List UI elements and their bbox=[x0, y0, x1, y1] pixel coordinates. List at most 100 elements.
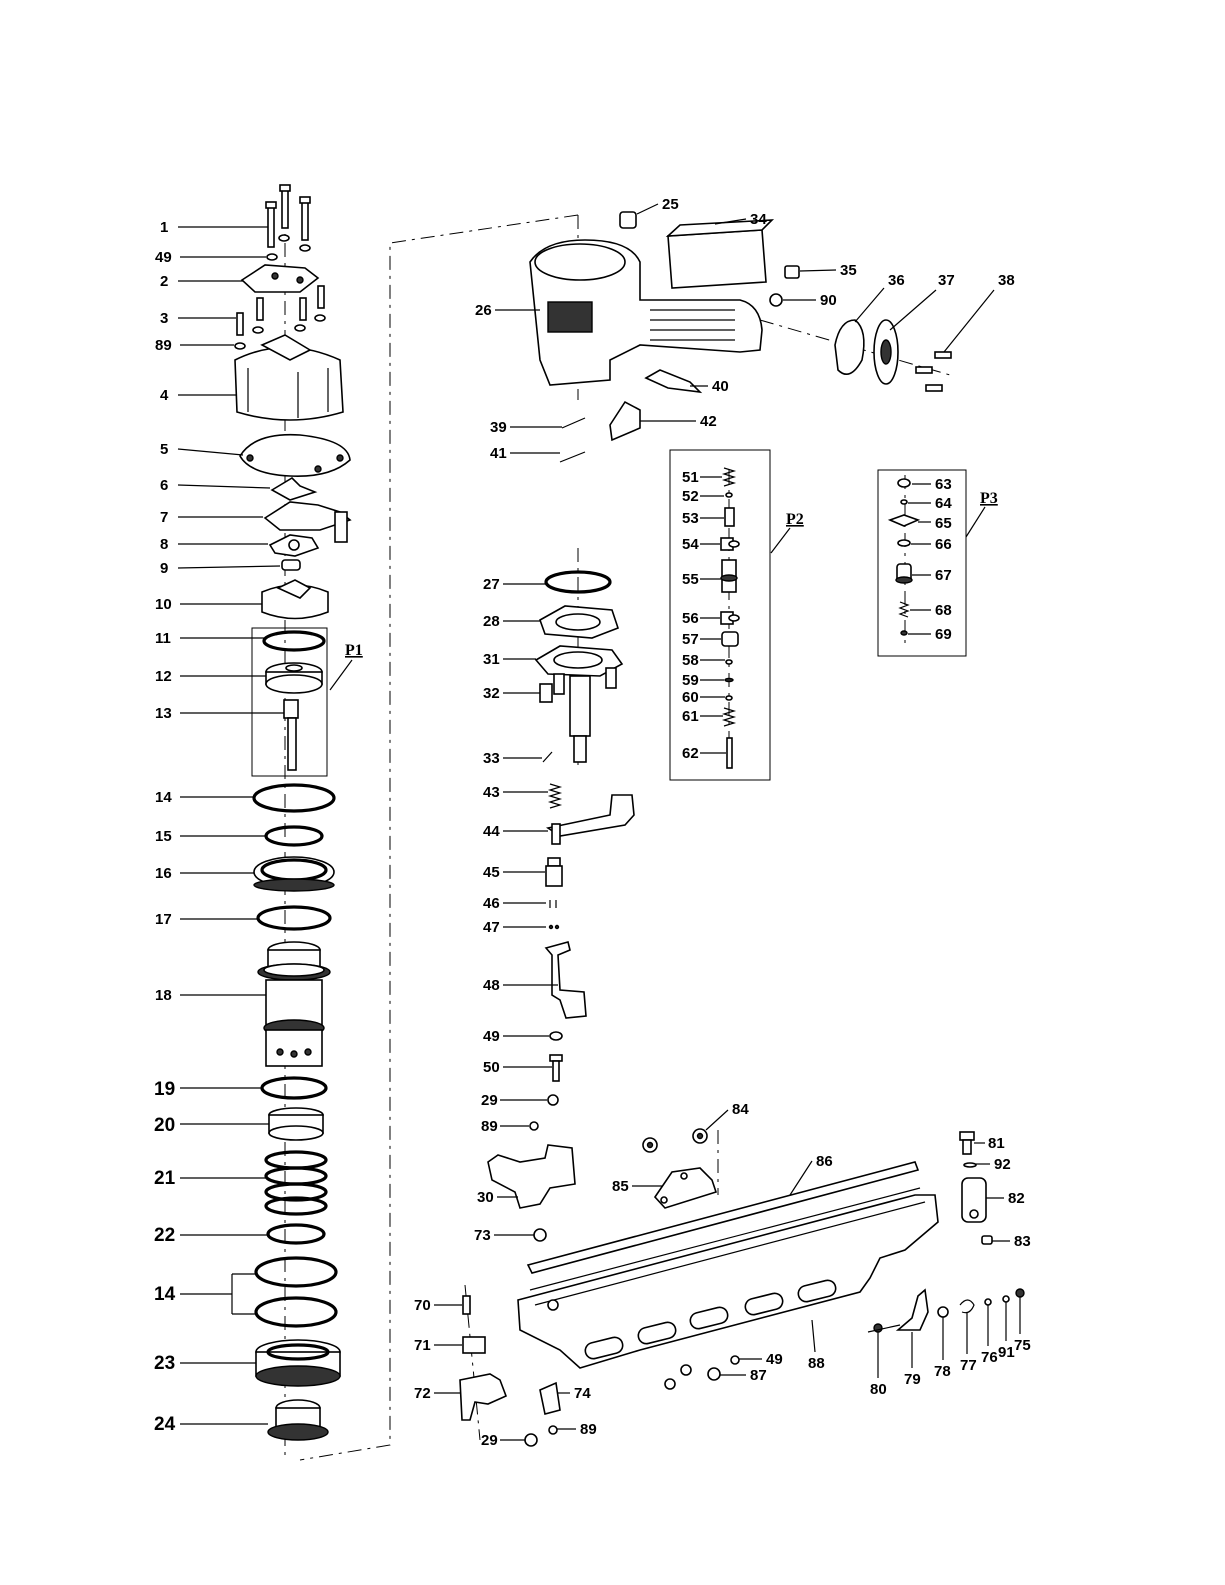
part-label: 90 bbox=[820, 292, 837, 309]
part-label: 63 bbox=[935, 476, 952, 493]
part-label: 17 bbox=[155, 911, 172, 928]
part-label: 91 bbox=[998, 1344, 1015, 1361]
part-label: 14 bbox=[154, 1284, 176, 1305]
part-label: 89 bbox=[481, 1118, 498, 1135]
part-label: 83 bbox=[1014, 1233, 1031, 1250]
group-label-p3: P3 bbox=[980, 490, 998, 507]
part-label: 37 bbox=[938, 272, 955, 289]
part-label: 66 bbox=[935, 536, 952, 553]
part-label: 16 bbox=[155, 865, 172, 882]
housing-parts bbox=[530, 212, 951, 462]
part-label: 2 bbox=[160, 273, 168, 290]
part-label: 56 bbox=[682, 610, 699, 627]
part-label: 6 bbox=[160, 477, 168, 494]
part-label: 92 bbox=[994, 1156, 1011, 1173]
part-label: 29 bbox=[481, 1092, 498, 1109]
part-label: 20 bbox=[154, 1115, 175, 1136]
part-label: 68 bbox=[935, 602, 952, 619]
part-label: 73 bbox=[474, 1227, 491, 1244]
part-label: 89 bbox=[155, 337, 172, 354]
part-label: 75 bbox=[1014, 1337, 1031, 1354]
part-label: 35 bbox=[840, 262, 857, 279]
part-label: 29 bbox=[481, 1432, 498, 1449]
part-label: 13 bbox=[155, 705, 172, 722]
part-label: 11 bbox=[155, 630, 171, 647]
part-label: 25 bbox=[662, 196, 679, 213]
p3-group-frame bbox=[878, 470, 966, 656]
part-label: 8 bbox=[160, 536, 168, 553]
part-label: 54 bbox=[682, 536, 699, 553]
part-label: 78 bbox=[934, 1363, 951, 1380]
part-label: 76 bbox=[981, 1349, 998, 1366]
part-label: 81 bbox=[988, 1135, 1005, 1152]
part-label: 5 bbox=[160, 441, 168, 458]
nose-parts bbox=[488, 572, 634, 1241]
part-label: 41 bbox=[490, 445, 507, 462]
part-label: 4 bbox=[160, 387, 169, 404]
part-label: 32 bbox=[483, 685, 500, 702]
part-label: 30 bbox=[477, 1189, 494, 1206]
part-label: 86 bbox=[816, 1153, 833, 1170]
p2-labels: 51 52 53 54 55 56 57 58 59 60 61 62 bbox=[682, 469, 726, 762]
part-label: 26 bbox=[475, 302, 492, 319]
part-label: 80 bbox=[870, 1381, 887, 1398]
part-label: 24 bbox=[154, 1414, 176, 1435]
part-label: 34 bbox=[750, 211, 767, 228]
part-label: 64 bbox=[935, 495, 952, 512]
part-label: 47 bbox=[483, 919, 500, 936]
part-label: 42 bbox=[700, 413, 717, 430]
part-label: 43 bbox=[483, 784, 500, 801]
part-label: 67 bbox=[935, 567, 952, 584]
part-label: 21 bbox=[154, 1168, 176, 1189]
part-label: 19 bbox=[154, 1079, 175, 1100]
part-label: 84 bbox=[732, 1101, 749, 1118]
part-label: 82 bbox=[1008, 1190, 1025, 1207]
part-label: 12 bbox=[155, 668, 172, 685]
part-label: 87 bbox=[750, 1367, 767, 1384]
part-label: 1 bbox=[160, 219, 168, 236]
part-label: 22 bbox=[154, 1225, 175, 1246]
part-label: 60 bbox=[682, 689, 699, 706]
p2-parts bbox=[721, 468, 739, 768]
part-label: 71 bbox=[414, 1337, 431, 1354]
part-label: 50 bbox=[483, 1059, 500, 1076]
part-label: 7 bbox=[160, 509, 168, 526]
part-label: 89 bbox=[580, 1421, 597, 1438]
part-label: 14 bbox=[155, 789, 172, 806]
part-label: 74 bbox=[574, 1385, 591, 1402]
part-label: 53 bbox=[682, 510, 699, 527]
part-label: 3 bbox=[160, 310, 168, 327]
part-label: 85 bbox=[612, 1178, 629, 1195]
part-label: 36 bbox=[888, 272, 905, 289]
part-label: 77 bbox=[960, 1357, 977, 1374]
nose-labels: 27 28 31 32 33 43 44 45 46 47 48 49 50 2… bbox=[474, 576, 558, 1244]
part-label: 38 bbox=[998, 272, 1015, 289]
part-label: 88 bbox=[808, 1355, 825, 1372]
part-label: 18 bbox=[155, 987, 172, 1004]
p3-labels: 63 64 65 66 67 68 69 bbox=[908, 476, 952, 643]
part-label: 58 bbox=[682, 652, 699, 669]
group-label-p1: P1 bbox=[345, 642, 363, 659]
part-label: 27 bbox=[483, 576, 500, 593]
part-label: 39 bbox=[490, 419, 507, 436]
part-label: 79 bbox=[904, 1371, 921, 1388]
part-label: 9 bbox=[160, 560, 168, 577]
part-label: 69 bbox=[935, 626, 952, 643]
part-label: 46 bbox=[483, 895, 500, 912]
part-label: 49 bbox=[483, 1028, 500, 1045]
part-label: 55 bbox=[682, 571, 699, 588]
part-label: 45 bbox=[483, 864, 500, 881]
part-label: 48 bbox=[483, 977, 500, 994]
part-label: 51 bbox=[682, 469, 699, 486]
part-label: 65 bbox=[935, 515, 952, 532]
part-label: 15 bbox=[155, 828, 172, 845]
part-label: 28 bbox=[483, 613, 500, 630]
part-label: 62 bbox=[682, 745, 699, 762]
part-label: 33 bbox=[483, 750, 500, 767]
part-label: 70 bbox=[414, 1297, 431, 1314]
group-label-p2: P2 bbox=[786, 511, 804, 528]
part-label: 40 bbox=[712, 378, 729, 395]
part-label: 49 bbox=[155, 249, 172, 266]
part-label: 61 bbox=[682, 708, 699, 725]
